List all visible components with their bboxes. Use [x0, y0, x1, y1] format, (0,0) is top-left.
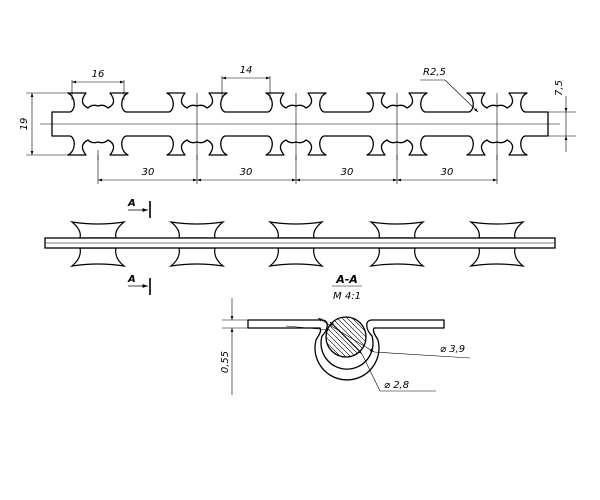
section-scale: M 4:1 — [333, 291, 361, 302]
side-blade — [267, 247, 325, 267]
side-blade — [168, 247, 226, 267]
dimension-14: 14 — [221, 65, 271, 100]
side-blade — [69, 221, 127, 239]
section-mark-bottom: A — [127, 274, 151, 295]
side-blade — [168, 221, 226, 239]
side-blade — [368, 247, 426, 267]
tape-top-view — [40, 92, 560, 160]
section-title: A-A — [335, 273, 358, 286]
dim-radius-label: R2,5 — [423, 67, 446, 78]
section-mark-top-label: A — [127, 198, 136, 209]
dimension-19: 19 — [19, 92, 72, 156]
side-blade — [368, 221, 426, 239]
dim-outer-label: ⌀ 3,9 — [440, 344, 465, 355]
dim-14-label: 14 — [240, 65, 253, 76]
dim-7-5-label: 7,5 — [554, 80, 565, 96]
dimension-radius: R2,5 — [420, 67, 479, 113]
pitch-label-3: 30 — [341, 167, 354, 178]
section-mark-bottom-label: A — [127, 274, 136, 285]
pitch-label-4: 30 — [441, 167, 454, 178]
strip-profile — [247, 319, 445, 381]
dim-thickness-label: 0,55 — [220, 351, 231, 373]
side-blade — [69, 247, 127, 267]
tape-side-view — [44, 221, 556, 267]
pitch-dimensions: 30 30 30 30 — [97, 155, 498, 184]
dim-inner-label: ⌀ 2,8 — [384, 380, 409, 391]
section-mark-top: A — [127, 198, 151, 218]
section-a-a: A-A M 4:1 0,55 ⌀ 3,9 ⌀ 2,8 — [220, 273, 471, 395]
pitch-label-2: 30 — [240, 167, 253, 178]
pitch-label-1: 30 — [142, 167, 155, 178]
side-blades — [69, 221, 526, 267]
dimension-16: 16 — [71, 69, 125, 100]
dimension-7-5: 7,5 — [548, 80, 576, 152]
dim-19-label: 19 — [19, 118, 30, 131]
side-blade — [468, 247, 526, 267]
side-blade — [267, 221, 325, 239]
side-blade — [468, 221, 526, 239]
blade-center-lines — [97, 93, 498, 160]
dim-16-label: 16 — [92, 69, 105, 80]
